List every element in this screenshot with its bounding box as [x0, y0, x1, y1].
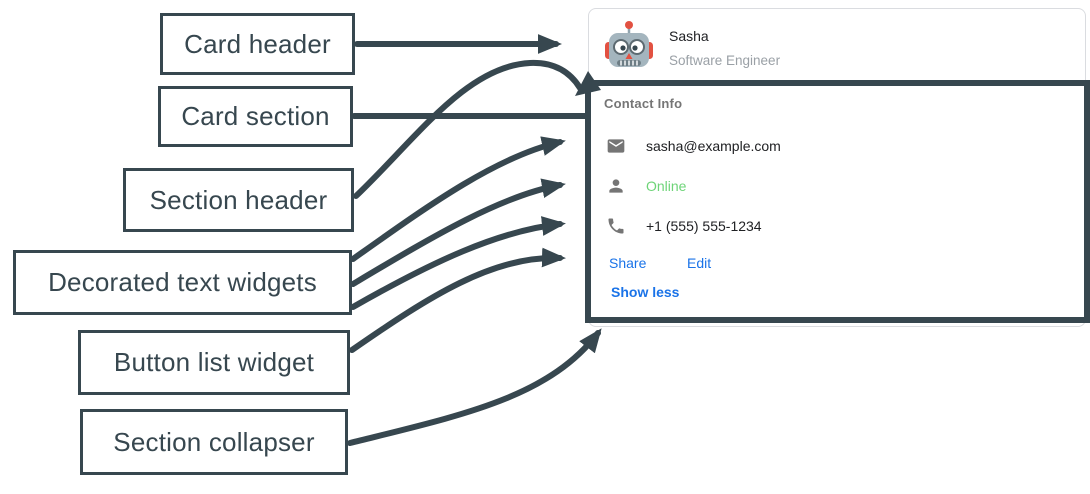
email-text: sasha@example.com: [646, 138, 781, 154]
section-collapser-button[interactable]: Show less: [611, 284, 680, 300]
arrow-button-list: [349, 247, 566, 353]
robot-avatar: [605, 21, 653, 67]
label-section-collapser: Section collapser: [80, 409, 348, 475]
label-section-header-text: Section header: [149, 184, 328, 215]
email-icon: [607, 139, 625, 153]
decorated-text-status: Online: [606, 176, 686, 196]
label-card-header-text: Card header: [184, 28, 331, 59]
card-subtitle: Software Engineer: [669, 53, 781, 68]
status-text: Online: [646, 178, 687, 194]
decorated-text-phone: +1 (555) 555-1234: [606, 216, 762, 236]
decorated-text-email: sasha@example.com: [606, 136, 781, 156]
arrow-decorated-phone: [350, 216, 566, 310]
arrow-section-collapser: [347, 328, 602, 446]
arrow-section-header: [353, 59, 583, 199]
person-icon: [609, 179, 623, 193]
label-card-section-text: Card section: [181, 101, 330, 131]
share-button[interactable]: Share: [609, 255, 647, 271]
edit-button[interactable]: Edit: [687, 255, 712, 271]
card-title: Sasha: [669, 28, 709, 44]
phone-icon: [608, 218, 624, 234]
label-section-header: Section header: [123, 168, 354, 232]
label-decorated-text-widgets-text: Decorated text widgets: [48, 267, 317, 297]
label-decorated-text-widgets: Decorated text widgets: [13, 250, 352, 315]
section-header-text: Contact Info: [604, 96, 683, 111]
label-button-list-widget-text: Button list widget: [113, 347, 315, 377]
arrow-decorated-email: [350, 136, 566, 262]
label-button-list-widget: Button list widget: [78, 330, 350, 395]
label-card-header: Card header: [160, 13, 355, 75]
contact-card: Sasha Software Engineer Contact Info sas…: [588, 8, 1086, 327]
label-card-section: Card section: [158, 86, 353, 147]
arrow-decorated-status: [350, 178, 566, 287]
phone-text: +1 (555) 555-1234: [646, 218, 762, 234]
label-section-collapser-text: Section collapser: [113, 426, 315, 457]
